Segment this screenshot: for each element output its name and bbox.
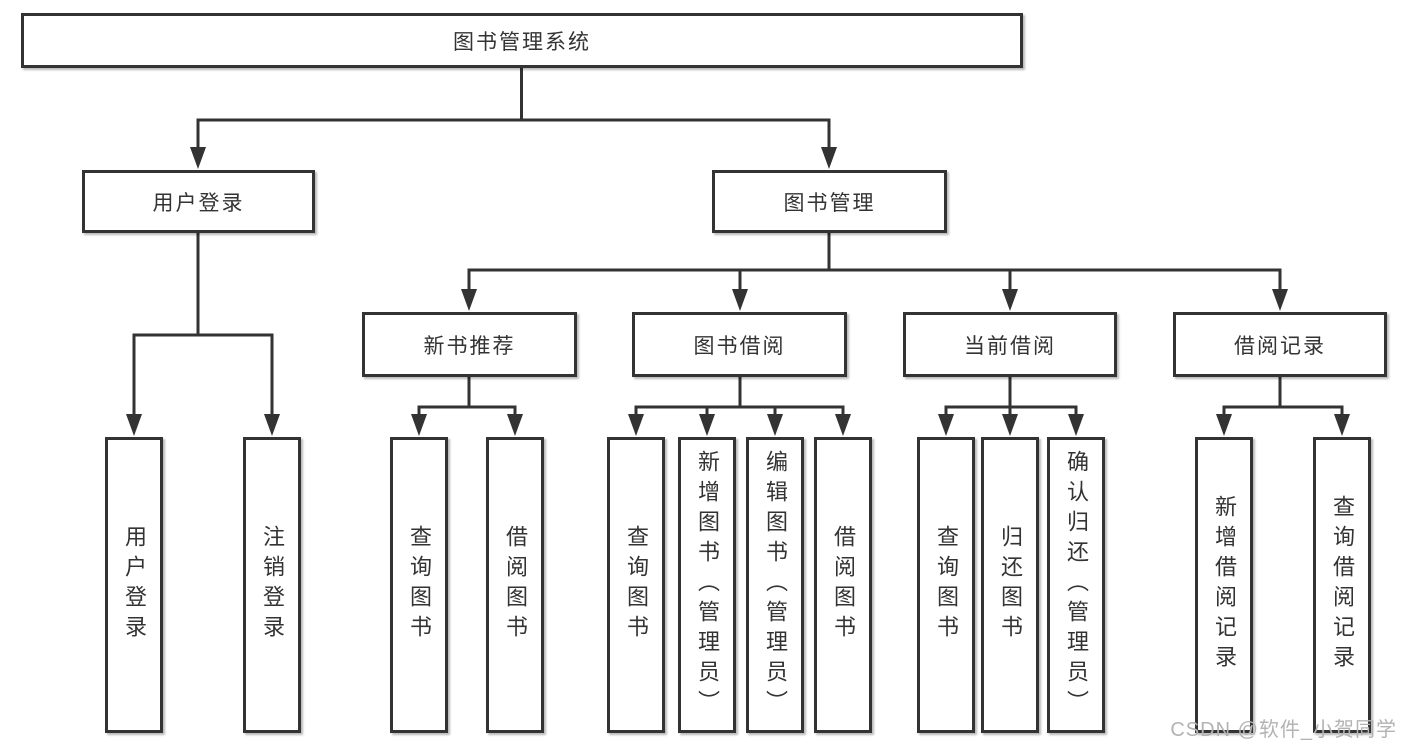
leaf-user-login: 用户登录 bbox=[105, 437, 163, 733]
leaf-query-book-newbook-label: 查询图书 bbox=[407, 525, 432, 645]
leaf-edit-book-admin: 编辑图书（管理员） bbox=[746, 437, 804, 733]
leaf-user-login-label: 用户登录 bbox=[122, 525, 147, 645]
leaf-borrow-book-label: 借阅图书 bbox=[831, 525, 856, 645]
connector-book-mgmt bbox=[467, 233, 1282, 291]
connector-root-split bbox=[196, 68, 831, 149]
connector-current bbox=[944, 377, 1078, 416]
leaf-add-book-admin: 新增图书（管理员） bbox=[678, 437, 736, 733]
leaf-return-book-label: 归还图书 bbox=[998, 525, 1023, 645]
csdn-watermark: CSDN @软件_小贺同学 bbox=[1170, 719, 1397, 741]
leaf-add-borrow-record-label: 新增借阅记录 bbox=[1212, 495, 1237, 675]
node-book-borrow: 图书借阅 bbox=[632, 312, 847, 377]
leaf-query-book-borrow: 查询图书 bbox=[607, 437, 665, 733]
node-book-borrow-label: 图书借阅 bbox=[693, 334, 786, 358]
node-user-login-label: 用户登录 bbox=[152, 191, 245, 215]
leaf-add-book-admin-label: 新增图书（管理员） bbox=[695, 450, 720, 720]
arrowheads-new-book bbox=[411, 414, 523, 436]
leaf-edit-book-admin-label: 编辑图书（管理员） bbox=[763, 450, 788, 720]
leaf-query-borrow-record: 查询借阅记录 bbox=[1313, 437, 1371, 733]
node-book-management-label: 图书管理 bbox=[783, 191, 876, 215]
node-library-system-label: 图书管理系统 bbox=[453, 30, 591, 54]
arrowheads-level3 bbox=[461, 289, 1288, 311]
leaf-logout-login: 注销登录 bbox=[243, 437, 301, 733]
leaf-query-book-current: 查询图书 bbox=[917, 437, 975, 733]
leaf-query-book-borrow-label: 查询图书 bbox=[624, 525, 649, 645]
leaf-borrow-book: 借阅图书 bbox=[814, 437, 872, 733]
leaf-confirm-return-admin-label: 确认归还（管理员） bbox=[1064, 450, 1089, 720]
node-current-borrow: 当前借阅 bbox=[903, 312, 1117, 377]
leaf-logout-login-label: 注销登录 bbox=[260, 525, 285, 645]
leaf-query-book-newbook: 查询图书 bbox=[390, 437, 448, 733]
leaf-borrow-book-newbook-label: 借阅图书 bbox=[503, 525, 528, 645]
node-new-book-recommend-label: 新书推荐 bbox=[423, 334, 516, 358]
arrowheads-record bbox=[1216, 414, 1350, 436]
node-book-management: 图书管理 bbox=[712, 170, 947, 233]
connector-record bbox=[1222, 377, 1344, 416]
arrowheads-level2 bbox=[190, 147, 837, 169]
node-current-borrow-label: 当前借阅 bbox=[964, 334, 1056, 358]
node-borrow-record-label: 借阅记录 bbox=[1234, 334, 1326, 358]
leaf-query-book-current-label: 查询图书 bbox=[934, 525, 959, 645]
node-new-book-recommend: 新书推荐 bbox=[362, 312, 577, 377]
connector-user-login bbox=[132, 233, 274, 416]
connector-new-book bbox=[417, 377, 517, 416]
arrowheads-user-login bbox=[126, 414, 280, 436]
connector-borrow bbox=[634, 377, 845, 416]
leaf-borrow-book-newbook: 借阅图书 bbox=[486, 437, 544, 733]
node-library-system: 图书管理系统 bbox=[21, 13, 1023, 68]
node-user-login: 用户登录 bbox=[82, 170, 315, 233]
leaf-query-borrow-record-label: 查询借阅记录 bbox=[1330, 495, 1355, 675]
arrowheads-current bbox=[938, 414, 1084, 436]
leaf-return-book: 归还图书 bbox=[981, 437, 1039, 733]
leaf-add-borrow-record: 新增借阅记录 bbox=[1195, 437, 1253, 733]
leaf-confirm-return-admin: 确认归还（管理员） bbox=[1047, 437, 1105, 733]
node-borrow-record: 借阅记录 bbox=[1173, 312, 1387, 377]
arrowheads-borrow bbox=[628, 414, 851, 436]
